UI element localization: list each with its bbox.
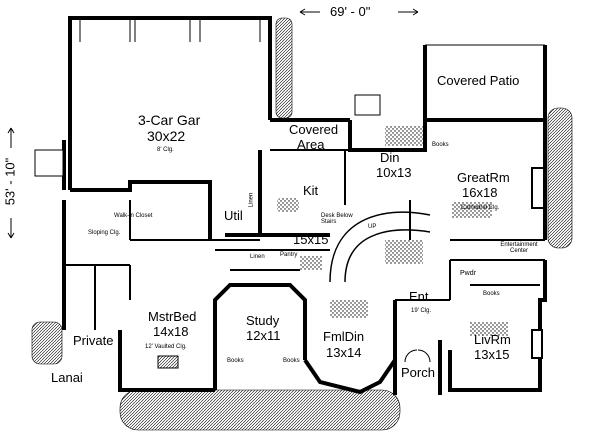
porch-label: Porch (401, 365, 435, 380)
garage-doors (79, 18, 261, 42)
master-bed-size: 14x18 (153, 324, 189, 339)
bed (157, 355, 179, 369)
books-study-right: Books (283, 358, 300, 364)
pantry-label: Pantry (280, 252, 298, 258)
curved-staircase (329, 211, 431, 283)
fireplace-living (531, 329, 543, 359)
lanai-shrub (31, 321, 63, 365)
kitchen-size: 15x15 (293, 232, 329, 247)
great-room-note: Cathedral Clg. (461, 205, 500, 211)
shrub-garage (275, 17, 293, 119)
rug-dining (385, 126, 423, 146)
dining-size: 10x13 (376, 165, 412, 180)
front-doors (404, 349, 431, 363)
walk-in-closet-label: Walk-in Closet (114, 213, 153, 219)
stair-landing (354, 94, 381, 116)
linen-hall: Linen (250, 254, 265, 260)
kitchen-note: Desk Below Stairs (321, 213, 353, 225)
depth-dimension-line (7, 127, 15, 239)
powder-label: Pwdr (460, 270, 476, 277)
width-dimension: 69' - 0" (330, 4, 371, 19)
shrub-bottom (119, 389, 401, 431)
sloping-note: Sloping Clg. (88, 230, 121, 236)
rug-kitchen (277, 198, 299, 212)
study-size: 12x11 (246, 328, 281, 343)
walk-left (34, 149, 64, 177)
garage-note: 8' Clg. (157, 147, 174, 153)
private-label: Private (73, 333, 114, 348)
interior-walls (64, 149, 545, 330)
formal-dining-size: 13x14 (326, 345, 362, 360)
master-bed-label: MstrBed (148, 309, 197, 324)
garage-size: 30x22 (147, 128, 186, 144)
shrub-right (547, 107, 573, 249)
lanai-label: Lanai (51, 370, 83, 385)
study-label: Study (246, 313, 280, 328)
kitchen-label: Kit (303, 183, 319, 198)
dining-label: Din (380, 150, 400, 165)
entry-label: Ent (409, 289, 429, 304)
width-dimension-line (299, 8, 419, 16)
covered-patio-label: Covered Patio (437, 73, 520, 88)
rug-fmldin (330, 300, 368, 318)
covered-area-label-1: Covered (289, 122, 339, 137)
depth-dimension: 53' - 10" (2, 157, 18, 206)
living-room-size: 13x15 (474, 347, 510, 362)
rug-great (452, 202, 492, 218)
living-room-label: LivRm (474, 332, 511, 347)
books-great: Books (432, 142, 449, 148)
rug-living (470, 322, 508, 336)
great-room-size: 16x18 (462, 185, 498, 200)
master-bed-note: 12' Vaulted Clg. (145, 344, 187, 350)
up-label: UP (368, 224, 377, 230)
formal-dining-label: FmlDin (323, 329, 365, 344)
books-study-left: Books (227, 358, 244, 364)
books-living: Books (483, 291, 500, 297)
rug-hall (300, 256, 322, 270)
linen-util: Linen (248, 192, 255, 208)
entertainment-center-label: Entertainment Center (500, 242, 538, 254)
covered-area-label-2: Area (297, 137, 325, 152)
entry-note: 19' Clg. (411, 308, 432, 314)
rug-entry (385, 240, 423, 264)
utility-label: Util (224, 208, 243, 223)
garage-label: 3-Car Gar (138, 112, 201, 128)
fireplace-great (531, 167, 545, 209)
great-room-label: GreatRm (457, 170, 510, 185)
